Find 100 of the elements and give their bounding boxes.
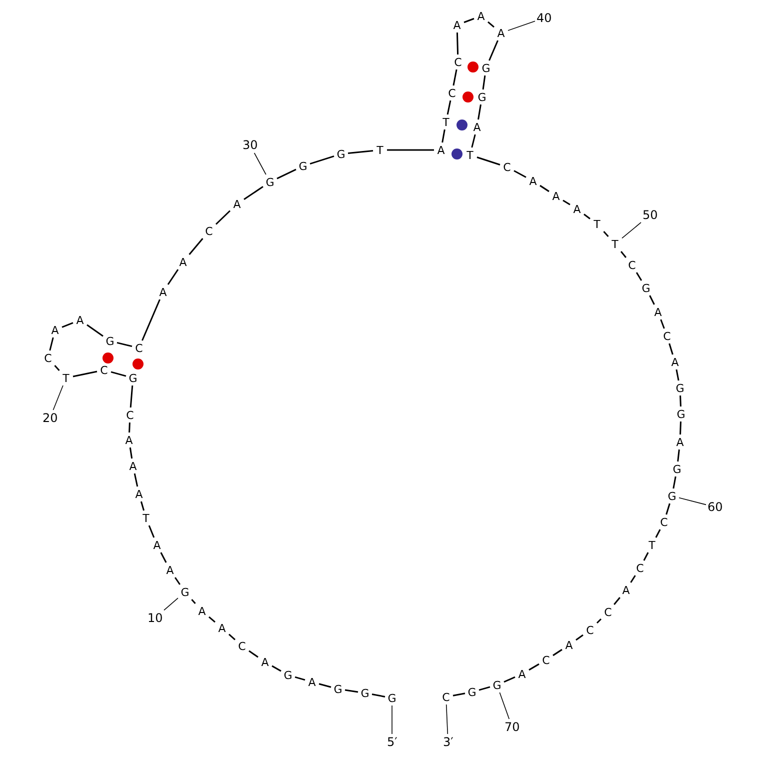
- backbone-line: [540, 184, 550, 192]
- backbone-line: [128, 422, 130, 433]
- backbone-line: [160, 552, 167, 563]
- position-label: 70: [504, 720, 520, 734]
- nucleotide-letter: A: [50, 324, 60, 336]
- backbone-line: [54, 365, 60, 371]
- backbone-line: [471, 134, 476, 148]
- nucleotide-letter: A: [134, 488, 144, 500]
- nucleotide-letter: C: [602, 606, 614, 618]
- nucleotide-letter: A: [528, 174, 538, 188]
- nucleotide-letter: A: [196, 604, 208, 618]
- backbone-line: [680, 421, 682, 435]
- backbone-line: [248, 650, 258, 658]
- backbone-line: [344, 689, 358, 693]
- backbone-line: [655, 529, 661, 538]
- backbone-line: [134, 473, 138, 487]
- backbone-line: [174, 577, 180, 585]
- backbone-line: [676, 369, 680, 381]
- backbone-line: [596, 618, 602, 624]
- leader-line: [446, 704, 448, 734]
- nucleotide-letter: C: [440, 690, 452, 704]
- backbone-line: [208, 616, 216, 623]
- nucleotide-letter: G: [640, 282, 652, 294]
- nucleotide-letter: C: [124, 408, 136, 422]
- backbone-line: [130, 385, 134, 408]
- backbone-line: [188, 238, 204, 255]
- backbone-line: [244, 186, 264, 200]
- backbone-line: [86, 324, 104, 337]
- backbone-line: [603, 231, 609, 237]
- backbone-line: [452, 692, 466, 696]
- backbone-line: [478, 104, 482, 120]
- nucleotide-letter: T: [464, 148, 476, 162]
- backbone-line: [140, 501, 145, 511]
- nucleotide-letter: G: [180, 586, 190, 598]
- backbone-line: [488, 40, 498, 61]
- nucleotide-letter: A: [674, 436, 686, 448]
- nucleotide-letter: G: [466, 686, 478, 698]
- nucleotide-letter: G: [104, 334, 116, 348]
- position-label: 10: [148, 611, 163, 625]
- nucleotide-letter: T: [592, 218, 602, 230]
- nucleotide-letter: G: [264, 176, 276, 188]
- nucleotide-letter: C: [446, 86, 458, 100]
- backbone-line: [62, 322, 74, 328]
- nucleotide-letter: C: [658, 516, 670, 528]
- backbone-line: [294, 676, 306, 681]
- position-label: 30: [242, 138, 258, 152]
- backbone-line: [672, 476, 676, 489]
- leader-line: [678, 497, 706, 506]
- backbone-line: [452, 69, 458, 86]
- nucleotide-letter: A: [436, 144, 446, 156]
- backbone-line: [504, 676, 516, 683]
- backbone-line: [191, 599, 196, 604]
- backbone-line: [310, 156, 334, 164]
- backbone-line: [442, 129, 446, 143]
- nucleotide-letter: A: [652, 306, 664, 318]
- nucleotide-letter: A: [152, 538, 162, 552]
- backbone-line: [116, 342, 132, 348]
- backbone-line: [666, 503, 670, 515]
- nucleotide-letter: T: [140, 512, 152, 524]
- backbone-line: [584, 214, 590, 220]
- nucleotide-letter: G: [282, 668, 294, 682]
- backbone-line: [387, 149, 434, 151]
- nucleotide-letter: A: [572, 202, 582, 216]
- leader-line: [164, 598, 178, 611]
- backbone-line: [668, 343, 674, 355]
- backbone-line: [478, 686, 490, 691]
- backbone-line: [630, 575, 636, 583]
- backbone-line: [528, 663, 540, 671]
- backbone-line: [552, 648, 562, 656]
- nucleotide-letter: T: [374, 144, 386, 156]
- position-label: 50: [642, 208, 658, 222]
- backbone-line: [110, 371, 126, 377]
- nucleotide-letter: A: [124, 434, 134, 446]
- nucleotide-letter: A: [452, 18, 462, 32]
- nucleotide-letter: G: [666, 490, 678, 502]
- backbone-line: [129, 447, 133, 459]
- backbone-line: [276, 168, 296, 180]
- nucleotide-letter: G: [336, 148, 346, 160]
- backbone-line: [272, 665, 282, 672]
- position-label: 3′: [443, 735, 454, 749]
- nucleotide-letter: A: [216, 622, 228, 634]
- leader-line: [52, 385, 64, 410]
- nucleotide-letter: G: [386, 692, 398, 704]
- nucleotide-letter: C: [634, 562, 646, 574]
- backbone-line: [49, 337, 54, 351]
- nucleotide-letter: C: [452, 56, 464, 68]
- nucleotide-letter: A: [128, 460, 138, 472]
- nucleotide-letter: C: [98, 364, 110, 376]
- backbone-line: [636, 272, 642, 281]
- nucleotide-letter: G: [672, 462, 682, 476]
- backbone-line: [649, 295, 655, 305]
- leader-line: [499, 692, 510, 720]
- backbone-line: [660, 319, 665, 329]
- backbone-line: [476, 156, 500, 166]
- nucleotide-letter: A: [260, 656, 270, 668]
- backbone-line: [215, 210, 231, 225]
- nucleotide-letter: C: [236, 640, 248, 652]
- nucleotide-letter: A: [74, 314, 86, 326]
- nucleotide-letter: G: [480, 62, 492, 74]
- nucleotide-letter: G: [492, 678, 502, 692]
